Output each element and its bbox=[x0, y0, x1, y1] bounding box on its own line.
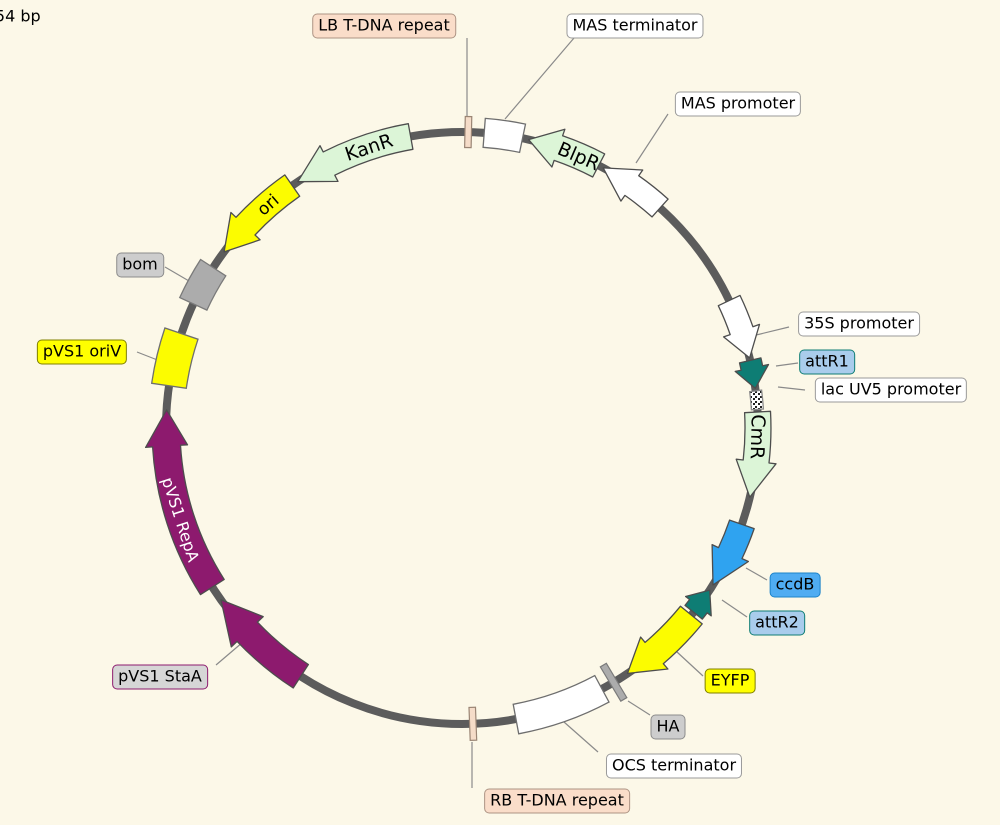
feature-kanr[interactable] bbox=[297, 123, 414, 183]
callout-pvs1-oriv[interactable]: pVS1 oriV bbox=[36, 339, 128, 365]
feature-rb-t-dna-repeat[interactable] bbox=[468, 706, 478, 742]
callout-pvs1-staa[interactable]: pVS1 StaA bbox=[112, 664, 208, 690]
callout-rb-t-dna-repeat[interactable]: RB T-DNA repeat bbox=[484, 788, 630, 814]
feature-text-cmr: CmR bbox=[746, 414, 769, 460]
plasmid-title: pEarleyGate 101 bbox=[0, 0, 121, 5]
leader-line-mas-terminator bbox=[504, 37, 575, 120]
plasmid-size: 12,454 bp bbox=[0, 6, 41, 26]
leader-line-attr2 bbox=[721, 599, 748, 618]
feature-35s-promoter[interactable] bbox=[717, 294, 761, 359]
feature-mas-terminator[interactable] bbox=[482, 117, 527, 154]
leader-line-eyfp bbox=[676, 651, 704, 677]
callout-attr2[interactable]: attR2 bbox=[749, 610, 805, 636]
feature-ori[interactable] bbox=[223, 174, 301, 253]
callout-mas-promoter[interactable]: MAS promoter bbox=[674, 91, 802, 117]
feature-bom[interactable] bbox=[178, 258, 227, 311]
feature-lac-uv5-promoter[interactable] bbox=[748, 389, 765, 411]
callout-attr1[interactable]: attR1 bbox=[799, 349, 855, 375]
callout-35s-promoter[interactable]: 35S promoter bbox=[798, 311, 920, 337]
callout-lb-t-dna-repeat[interactable]: LB T-DNA repeat bbox=[312, 13, 456, 39]
feature-pvs1-repa[interactable] bbox=[144, 409, 225, 596]
leader-line-mas-promoter bbox=[635, 113, 669, 164]
leader-line-ha bbox=[627, 700, 651, 716]
feature-mas-promoter[interactable] bbox=[602, 167, 669, 218]
leader-line-ocs-terminator bbox=[563, 721, 599, 753]
feature-pvs1-oriv[interactable] bbox=[150, 327, 199, 390]
feature-ocs-terminator[interactable] bbox=[512, 674, 610, 735]
leader-line-pvs1-staa bbox=[215, 641, 244, 666]
leader-line-35s-promoter bbox=[751, 326, 790, 337]
callout-bom[interactable]: bom bbox=[116, 252, 164, 278]
feature-blpr[interactable] bbox=[527, 128, 606, 178]
callout-ha[interactable]: HA bbox=[650, 714, 686, 740]
callout-ccdb[interactable]: ccdB bbox=[769, 572, 821, 598]
feature-cmr[interactable] bbox=[735, 410, 777, 498]
feature-lb-t-dna-repeat[interactable] bbox=[464, 115, 473, 149]
callout-lac-uv5-promoter[interactable]: lac UV5 promoter bbox=[814, 377, 968, 403]
feature-eyfp[interactable] bbox=[626, 605, 703, 675]
leader-line-bom bbox=[164, 266, 190, 282]
leader-line-lac-uv5-promoter bbox=[777, 386, 806, 391]
callout-ocs-terminator[interactable]: OCS terminator bbox=[605, 753, 743, 779]
feature-pvs1-staa[interactable] bbox=[220, 599, 310, 689]
feature-ha[interactable] bbox=[599, 662, 628, 703]
leader-line-ccdb bbox=[745, 567, 768, 581]
plasmid-title-block: pEarleyGate 101 12,454 bp bbox=[0, 0, 121, 26]
callout-mas-terminator[interactable]: MAS terminator bbox=[566, 13, 704, 39]
feature-attr1[interactable] bbox=[734, 357, 770, 389]
leader-line-attr1 bbox=[775, 362, 799, 367]
feature-attr2[interactable] bbox=[684, 589, 712, 620]
feature-ccdb[interactable] bbox=[711, 519, 755, 586]
callout-eyfp[interactable]: EYFP bbox=[704, 668, 756, 694]
